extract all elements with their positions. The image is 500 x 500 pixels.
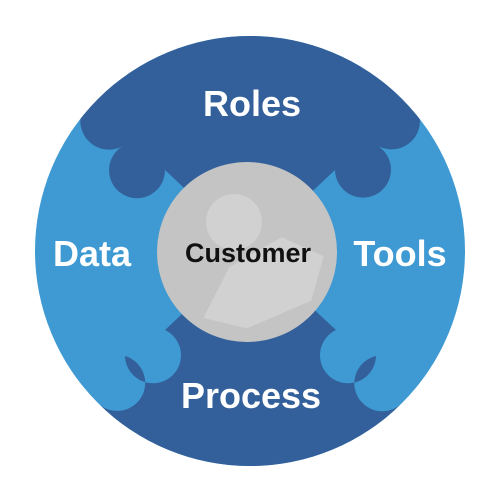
process-label: Process bbox=[181, 375, 321, 416]
roles-label: Roles bbox=[203, 83, 301, 124]
person-silhouette-icon bbox=[203, 194, 324, 329]
customer-label: Customer bbox=[185, 238, 312, 268]
data-label: Data bbox=[53, 233, 132, 274]
tools-label: Tools bbox=[353, 233, 446, 274]
